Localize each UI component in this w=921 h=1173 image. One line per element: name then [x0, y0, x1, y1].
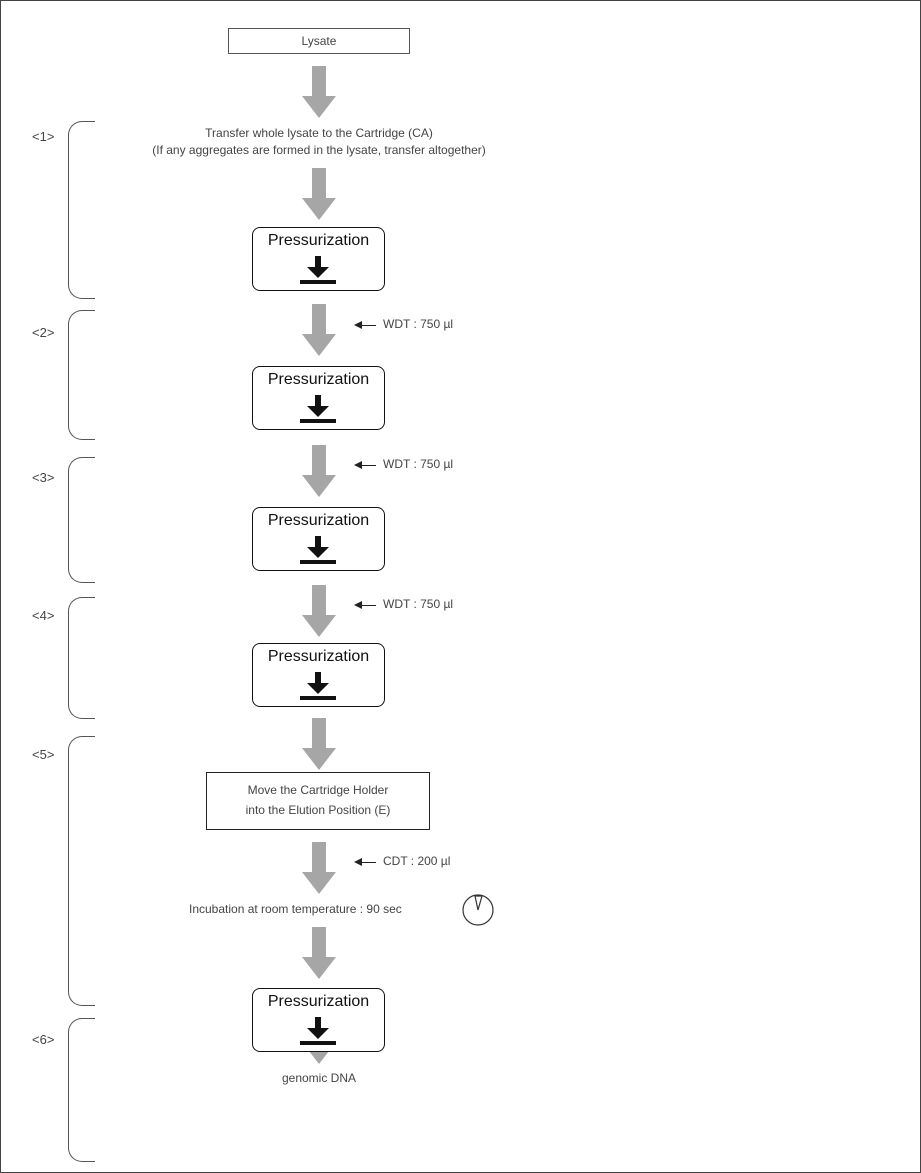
pressurization-box: Pressurization — [252, 643, 385, 707]
arrow-down-icon — [302, 168, 336, 220]
step-label-4: <4> — [32, 608, 55, 623]
genomic-dna-node: genomic DNA — [281, 1071, 357, 1085]
pressurization-box: Pressurization — [252, 507, 385, 571]
pressurization-label: Pressurization — [267, 232, 370, 249]
reagent-label: CDT : 200 µl — [383, 854, 451, 868]
transfer-instruction: Transfer whole lysate to the Cartridge (… — [205, 126, 433, 140]
step-bracket-3 — [68, 457, 95, 583]
step-label-5: <5> — [32, 747, 55, 762]
move-text-line-2: into the Elution Position (E) — [245, 803, 391, 817]
pressurization-label: Pressurization — [267, 512, 370, 529]
pressurization-label: Pressurization — [267, 371, 370, 388]
pressurization-box: Pressurization — [252, 227, 385, 291]
reagent-arrow-icon — [356, 465, 376, 466]
arrow-down-icon — [302, 304, 336, 356]
step-bracket-1 — [68, 121, 95, 299]
step-bracket-4 — [68, 597, 95, 719]
arrow-down-icon — [302, 66, 336, 118]
move-cartridge-box: Move the Cartridge Holder into the Eluti… — [206, 772, 430, 830]
arrow-down-icon — [302, 585, 336, 637]
arrow-down-icon — [302, 927, 336, 979]
pressurization-box: Pressurization — [252, 366, 385, 430]
arrow-down-icon — [302, 445, 336, 497]
step-label-1: <1> — [32, 129, 55, 144]
reagent-label: WDT : 750 µl — [383, 457, 454, 471]
reagent-arrow-icon — [356, 862, 376, 863]
reagent-label: WDT : 750 µl — [383, 317, 454, 331]
press-down-icon — [300, 672, 336, 700]
pressurization-box: Pressurization — [252, 988, 385, 1052]
press-down-icon — [300, 256, 336, 284]
arrow-down-icon — [302, 718, 336, 770]
move-text-line-1: Move the Cartridge Holder — [247, 783, 389, 797]
step-bracket-6 — [68, 1018, 95, 1162]
step-bracket-5 — [68, 736, 95, 1006]
transfer-note: (If any aggregates are formed in the lys… — [152, 143, 486, 157]
step-label-2: <2> — [32, 325, 55, 340]
lysate-node: Lysate — [228, 28, 410, 54]
incubation-text: Incubation at room temperature : 90 sec — [189, 902, 402, 916]
press-down-icon — [300, 395, 336, 423]
step-label-6: <6> — [32, 1032, 55, 1047]
reagent-arrow-icon — [356, 325, 376, 326]
arrow-down-icon — [302, 842, 336, 894]
reagent-label: WDT : 750 µl — [383, 597, 454, 611]
pressurization-label: Pressurization — [267, 993, 370, 1010]
press-down-icon — [300, 536, 336, 564]
step-label-3: <3> — [32, 470, 55, 485]
press-down-icon — [300, 1017, 336, 1045]
step-bracket-2 — [68, 310, 95, 440]
timer-icon — [462, 894, 494, 926]
reagent-arrow-icon — [356, 605, 376, 606]
pressurization-label: Pressurization — [267, 648, 370, 665]
